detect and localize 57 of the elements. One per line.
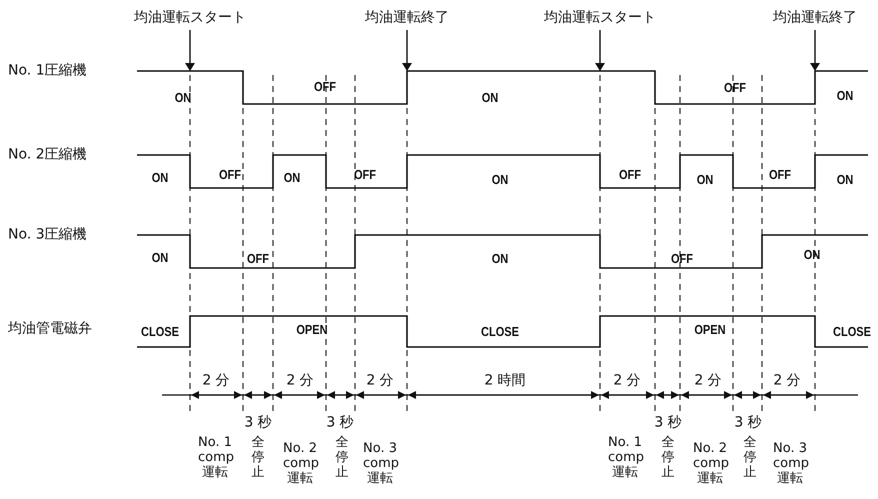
state-label: OFF [670, 252, 694, 266]
phase-label: 全停止 [335, 436, 349, 481]
duration-label: 2 分 [202, 373, 230, 389]
duration-label: 3 秒 [244, 415, 272, 431]
arrow [185, 30, 195, 71]
phase-label: No. 1 comp 運転 [608, 436, 642, 481]
duration-label: 2 分 [286, 373, 314, 389]
state-label: ON [492, 172, 508, 188]
event-label: 均油運転スタート [134, 10, 246, 26]
phase-label: 全停止 [251, 436, 265, 481]
event-label: 均油運転終了 [773, 10, 857, 26]
duration-label: 2 分 [366, 373, 394, 389]
state-label: OFF [354, 168, 376, 182]
event-label: 均油運転スタート [544, 10, 656, 26]
state-label: OPEN [694, 322, 726, 338]
state-label: ON [804, 248, 820, 262]
state-label: OFF [724, 80, 746, 96]
phase-label: No. 1 comp 運転 [198, 436, 232, 481]
state-label: OFF [314, 80, 336, 94]
signal-label: No. 2圧縮機 [8, 147, 87, 163]
state-label: ON [492, 252, 508, 266]
phase-label: No. 3 comp 運転 [773, 442, 807, 487]
state-label: ON [152, 250, 168, 266]
state-label: CLOSE [140, 324, 180, 340]
state-label: ON [482, 90, 498, 106]
phase-label: No. 2 comp 運転 [283, 442, 317, 487]
duration-label: 3 秒 [326, 415, 354, 431]
state-label: OFF [246, 252, 270, 266]
arrow [402, 30, 412, 71]
duration-label: 3 秒 [654, 415, 682, 431]
arrow [595, 30, 605, 71]
duration-label: 2 分 [613, 373, 641, 389]
signal-label: No. 3圧縮機 [8, 227, 87, 243]
signal-label: 均油管電磁弁 [8, 321, 92, 337]
duration-label: 2 分 [694, 373, 722, 389]
duration-label: 2 分 [773, 373, 801, 389]
state-label: CLOSE [480, 324, 520, 340]
phase-label: 全停止 [743, 436, 757, 481]
phase-label: 全停止 [661, 436, 675, 481]
state-label: OFF [618, 168, 642, 182]
signal-label: No. 1圧縮機 [8, 63, 87, 79]
state-label: OFF [218, 168, 242, 182]
waveform [137, 70, 868, 105]
state-label: OFF [768, 168, 792, 182]
duration-label: 3 秒 [734, 415, 762, 431]
state-label: CLOSE [832, 324, 872, 340]
state-label: ON [284, 170, 300, 186]
state-label: ON [836, 172, 854, 188]
phase-label: No. 3 comp 運転 [363, 442, 397, 487]
state-label: ON [836, 88, 854, 104]
duration-label: 2 時間 [484, 373, 526, 389]
phase-label: No. 2 comp 運転 [693, 442, 727, 487]
event-label: 均油運転終了 [365, 10, 449, 26]
state-label: ON [696, 172, 714, 188]
arrow [810, 30, 820, 71]
state-label: OPEN [296, 322, 328, 338]
state-label: ON [152, 170, 168, 186]
